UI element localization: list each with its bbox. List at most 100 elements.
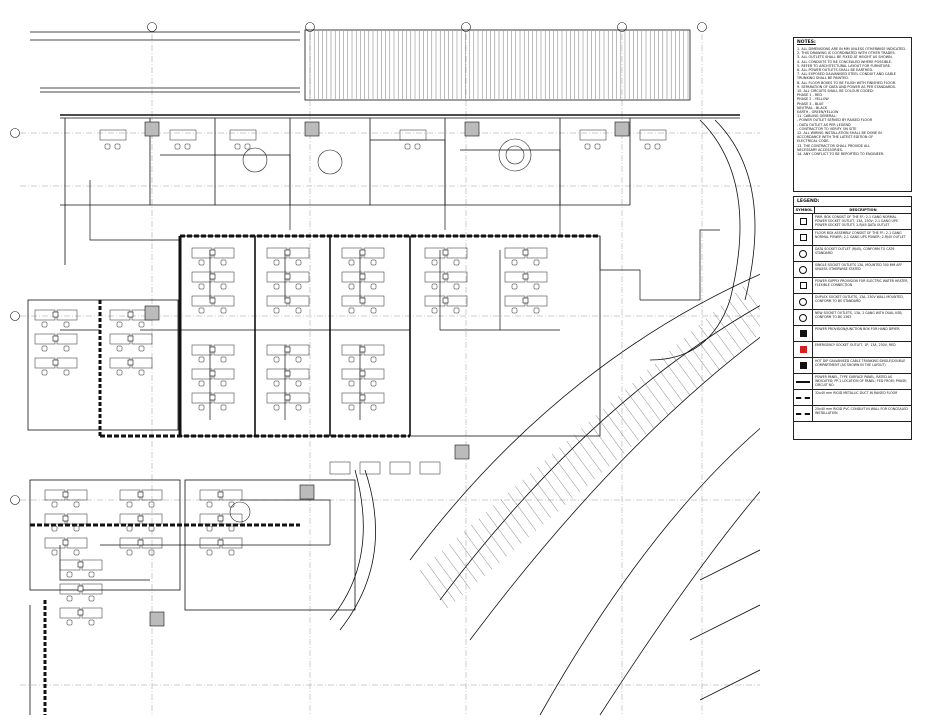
- outlet-symbols: [52, 249, 529, 616]
- legend-description: SINGLE SOCKET OUTLETS 13A, MOUNTED 300 M…: [815, 263, 903, 271]
- legend-rows: PWR. BOX CONSIST OF THE FF.: 2-1 GANG NO…: [794, 214, 911, 422]
- legend-description: PWR. BOX CONSIST OF THE FF.: 2-1 GANG NO…: [815, 215, 898, 227]
- legend-row: POWER SUPPLY PROVISION FOR ELECTRIC WATE…: [794, 278, 911, 294]
- box-symbol-icon: [799, 234, 807, 241]
- note-line: TRUNKING SHALL BE PAINTED.: [797, 76, 849, 81]
- legend-symbol: [794, 374, 813, 389]
- note-line: PHASE 2 - YELLOW: [797, 97, 829, 102]
- notes-list: 1. ALL DIMENSIONS ARE IN MM UNLESS OTHER…: [797, 47, 908, 156]
- circle-symbol-icon: [799, 265, 807, 274]
- legend-symbol: [794, 278, 813, 293]
- note-line: ELECTRICAL CODE.: [797, 139, 830, 144]
- legend-symbol: [794, 390, 813, 405]
- legend-row: HOT DIP GALVANISED CABLE TRUNKING SINGLE…: [794, 358, 911, 374]
- notes-title: NOTES:: [797, 40, 816, 45]
- note-line: 8. ALL FLOOR BOXES TO BE FLUSH WITH FINI…: [797, 80, 897, 85]
- box-symbol-icon: [799, 282, 807, 289]
- note-line: - POWER OUTLET SERVED BY RAISED FLOOR: [797, 118, 873, 123]
- legend-symbol: [794, 246, 813, 261]
- note-line: 9. SEPARATION OF DATA AND POWER AS PER S…: [797, 84, 897, 89]
- grid-bubble: [697, 22, 707, 32]
- note-line: NEUTRAL - BLACK: [797, 105, 828, 110]
- legend-description: NEW SOCKET OUTLETS, 13A, 2 GANG WITH DUA…: [815, 311, 903, 319]
- legend-symbol: [794, 214, 813, 229]
- legend-row: NEW SOCKET OUTLETS, 13A, 2 GANG WITH DUA…: [794, 310, 911, 326]
- legend-description: EMERGENCY SOCKET OUTLET, 1P, 13A, 230V, …: [815, 343, 896, 347]
- legend-description: DATA SOCKET OUTLET (RJ45), CONFORM TO CA…: [815, 247, 895, 255]
- grid-bubble: [147, 22, 157, 32]
- grid-bubbles: [10, 22, 707, 505]
- fill-symbol-icon: [799, 330, 807, 337]
- legend-description: FLOOR BOX ASSEMBLY CONSIST OF THE FF.: 2…: [815, 231, 906, 239]
- dash-symbol-icon: [796, 412, 810, 415]
- note-line: ACCORDANCE WITH THE LATEST EDITION OF: [797, 135, 874, 140]
- legend-panel: LEGEND: SYMBOL DESCRIPTION PWR. BOX CONS…: [793, 196, 912, 440]
- legend-title: LEGEND:: [794, 197, 911, 207]
- legend-description: DUPLEX SOCKET OUTLETS, 13A, 230V WALL MO…: [815, 295, 904, 303]
- legend-row: 32x40 mm RIGID METALLIC DUCT IN RAISED F…: [794, 390, 911, 406]
- legend-description: POWER SUPPLY PROVISION FOR ELECTRIC WATE…: [815, 279, 909, 287]
- note-line: 3. ALL OUTLETS SHALL BE FIXED AT HEIGHT …: [797, 55, 893, 60]
- note-line: PHASE 1 - RED: [797, 93, 822, 98]
- note-line: 10. ALL CIRCUITS SHALL BE COLOUR CODED:: [797, 89, 874, 94]
- circle-symbol-icon: [799, 297, 807, 306]
- legend-symbol: [794, 342, 813, 357]
- legend-row: PWR. BOX CONSIST OF THE FF.: 2-1 GANG NO…: [794, 214, 911, 230]
- fill-symbol-icon: [799, 362, 807, 369]
- legend-col-description: DESCRIPTION: [849, 208, 877, 212]
- note-line: 7. ALL EXPOSED GALVANISED STEEL CONDUIT …: [797, 72, 896, 77]
- line-symbol-icon: [796, 380, 810, 383]
- legend-row: POWER PANEL, TYPE SURFACE PANEL, RATED A…: [794, 374, 911, 390]
- cable-trunking: [30, 234, 600, 715]
- legend-symbol: [794, 326, 813, 341]
- red-symbol-icon: [799, 346, 807, 353]
- legend-symbol: [794, 358, 813, 373]
- note-line: 2. THIS DRAWING IS COORDINATED WITH OTHE…: [797, 51, 896, 56]
- legend-header: SYMBOL DESCRIPTION: [794, 207, 911, 214]
- workstations: [34, 129, 667, 626]
- legend-description: HOT DIP GALVANISED CABLE TRUNKING SINGLE…: [815, 359, 906, 367]
- note-line: EARTH - GREEN/YELLOW: [797, 110, 839, 115]
- note-line: - DATA OUTLET AS PER LEGEND: [797, 122, 851, 127]
- legend-row: FLOOR BOX ASSEMBLY CONSIST OF THE FF.: 2…: [794, 230, 911, 246]
- stair-hatch: [309, 31, 689, 99]
- note-line: 6. ALL POWER OUTLETS SHALL BE EARTHED.: [797, 68, 874, 73]
- legend-symbol: [794, 230, 813, 245]
- meeting-tables: [229, 138, 532, 523]
- legend-symbol: [794, 310, 813, 325]
- notes-panel: NOTES: 1. ALL DIMENSIONS ARE IN MM UNLES…: [793, 37, 912, 192]
- note-line: - CONTRACTOR TO VERIFY ON SITE: [797, 126, 857, 131]
- legend-row: EMERGENCY SOCKET OUTLET, 1P, 13A, 230V, …: [794, 342, 911, 358]
- note-line: NECESSARY ACCESSORIES.: [797, 147, 844, 152]
- legend-symbol: [794, 294, 813, 309]
- legend-symbol: [794, 406, 813, 421]
- legend-row: DUPLEX SOCKET OUTLETS, 13A, 230V WALL MO…: [794, 294, 911, 310]
- grid-bubble: [10, 495, 20, 505]
- legend-description: POWER PANEL, TYPE SURFACE PANEL, RATED A…: [815, 375, 908, 387]
- box-symbol-icon: [799, 218, 807, 225]
- note-line: 5. REFER TO ARCHITECTURAL LAYOUT FOR FUR…: [797, 63, 891, 68]
- circle-symbol-icon: [799, 313, 807, 322]
- legend-description: POWER PROVISION/JUNCTION BOX FOR HAND DR…: [815, 327, 901, 331]
- dash-symbol-icon: [796, 396, 810, 399]
- circle-symbol-icon: [799, 249, 807, 258]
- grid-bubble: [617, 22, 627, 32]
- legend-description: 32x40 mm RIGID METALLIC DUCT IN RAISED F…: [815, 391, 898, 395]
- structural-columns: [144, 121, 630, 627]
- legend-description: 25x40 mm RIGID PVC CONDUIT IN WALL FOR C…: [815, 407, 908, 415]
- grid-bubble: [461, 22, 471, 32]
- legend-row: SINGLE SOCKET OUTLETS 13A, MOUNTED 300 M…: [794, 262, 911, 278]
- legend-col-symbol: SYMBOL: [794, 207, 815, 213]
- note-line: 12. ALL WIRING INSTALLATION SHALL BE DON…: [797, 131, 882, 136]
- legend-symbol: [794, 262, 813, 277]
- grid-lines: [20, 34, 760, 715]
- legend-row: POWER PROVISION/JUNCTION BOX FOR HAND DR…: [794, 326, 911, 342]
- grid-bubble: [10, 311, 20, 321]
- note-line: PHASE 3 - BLUE: [797, 101, 824, 106]
- floor-plan-drawing: [10, 22, 760, 716]
- note-line: 13. THE CONTRACTOR SHALL PROVIDE ALL: [797, 143, 871, 148]
- grid-bubble: [10, 128, 20, 138]
- ramp-hatch: [419, 286, 760, 609]
- note-line: 4. ALL CONDUITS TO BE CONCEALED WHERE PO…: [797, 59, 893, 64]
- legend-row: DATA SOCKET OUTLET (RJ45), CONFORM TO CA…: [794, 246, 911, 262]
